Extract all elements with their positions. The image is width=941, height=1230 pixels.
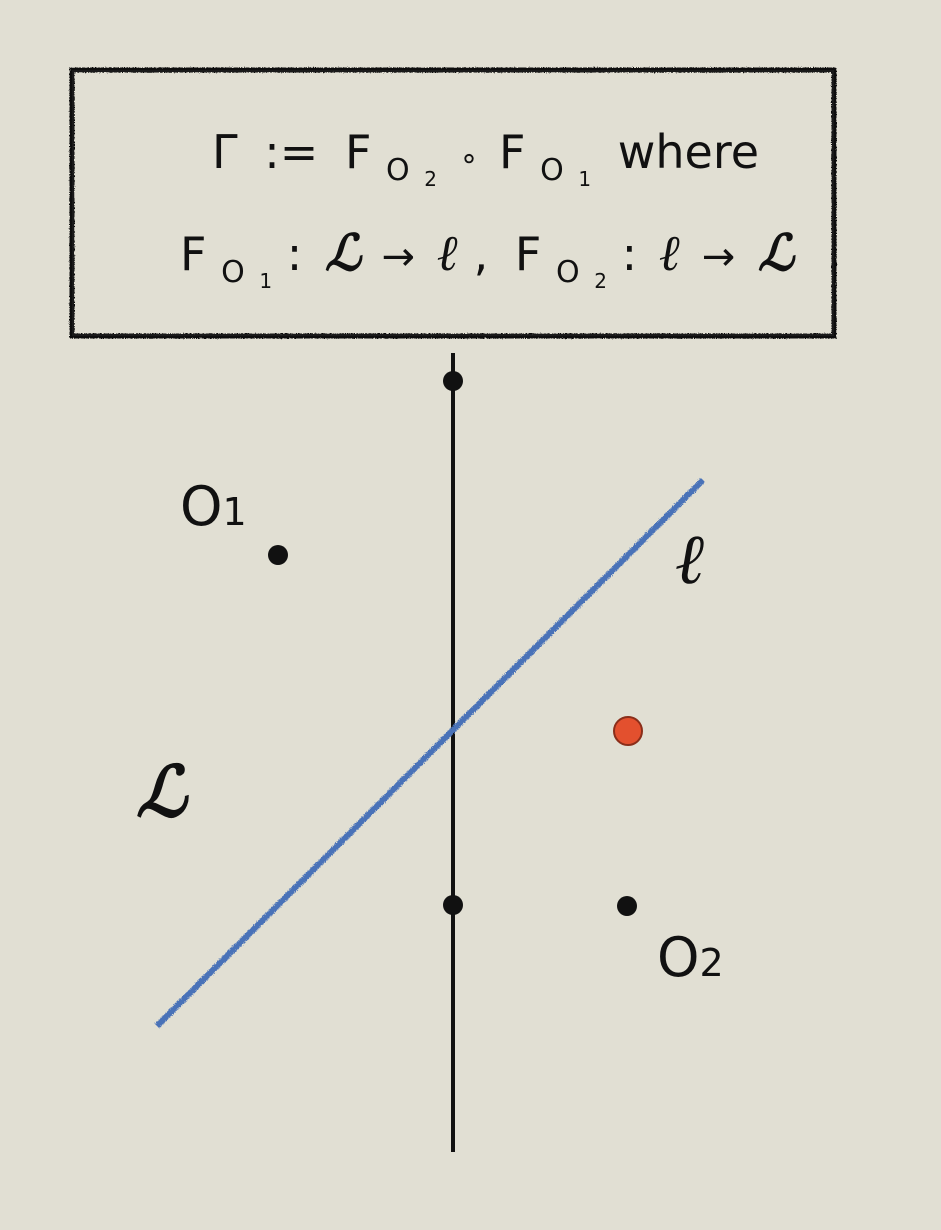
assign-symbol: := xyxy=(264,125,318,179)
codomain-l-symbol: ℓ xyxy=(438,223,459,282)
label-O1: O1 xyxy=(180,475,247,538)
label-line-L: ℒ xyxy=(136,750,189,833)
formula-box: Γ := F O 2 ∘ F O 1 where F O 1 : ℒ → ℓ ,… xyxy=(69,67,837,339)
map-f-o1-def-subsub: 1 xyxy=(259,269,272,293)
where-word: where xyxy=(618,125,759,179)
line-L xyxy=(50,706,892,756)
map-f-o1: F xyxy=(499,125,525,179)
formula-box-frame xyxy=(69,67,837,339)
compose-symbol: ∘ xyxy=(460,141,479,176)
map-f-o1-def: F xyxy=(180,227,206,281)
map-f-o2-sub: O xyxy=(386,153,410,188)
axis-point-top xyxy=(443,371,463,391)
map-f-o2-subsub: 2 xyxy=(424,167,437,191)
map-f-o1-sub: O xyxy=(540,153,564,188)
highlighted-point xyxy=(613,716,643,746)
point-O2 xyxy=(617,896,637,916)
line-l xyxy=(154,477,706,1029)
comma: , xyxy=(474,227,489,281)
map-f-o1-subsub: 1 xyxy=(578,167,591,191)
arrow-1: → xyxy=(381,234,415,280)
map-f-o2-def: F xyxy=(515,227,541,281)
label-O1-sub: 1 xyxy=(223,490,247,534)
formula-box-frame-inner xyxy=(72,70,834,336)
colon-1: : xyxy=(287,227,303,281)
map-f-o1-def-sub: O xyxy=(221,255,245,290)
colon-2: : xyxy=(622,227,638,281)
domain-L-symbol: ℒ xyxy=(325,223,363,282)
gamma-symbol: Γ xyxy=(212,125,238,179)
formula-line-2: F O 1 : ℒ → ℓ , F O 2 : ℓ → ℒ xyxy=(180,223,796,299)
axis-point-bottom xyxy=(443,895,463,915)
formula-line-1: Γ := F O 2 ∘ F O 1 where xyxy=(212,125,759,197)
label-O2: O2 xyxy=(657,926,724,989)
label-line-l: ℓ xyxy=(676,517,706,600)
map-f-o2-def-sub: O xyxy=(556,255,580,290)
point-O1 xyxy=(268,545,288,565)
domain-l-symbol: ℓ xyxy=(660,223,681,282)
label-O2-sub: 2 xyxy=(700,941,724,985)
codomain-L-symbol: ℒ xyxy=(758,223,796,282)
map-f-o2-def-subsub: 2 xyxy=(594,269,607,293)
arrow-2: → xyxy=(702,234,736,280)
map-f-o2: F xyxy=(345,125,371,179)
